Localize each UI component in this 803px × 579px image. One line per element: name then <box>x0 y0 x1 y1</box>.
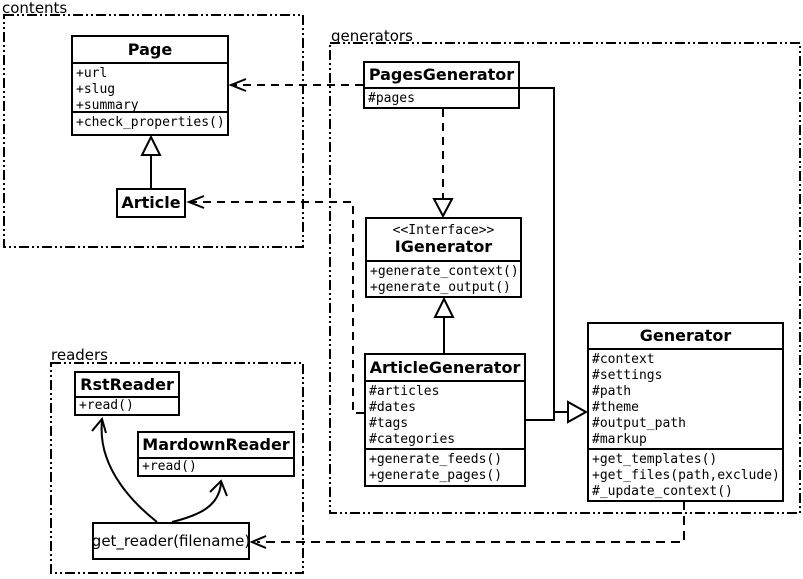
class-igenerator-name: IGenerator <box>394 237 493 256</box>
method-row: +read() <box>142 459 197 474</box>
attribute-row: #articles <box>369 384 440 399</box>
class-pagesgenerator-attributes: #pages <box>365 87 518 107</box>
class-igenerator-methods: +generate_context() +generate_output() <box>367 260 520 296</box>
class-page-title: Page <box>127 39 173 59</box>
class-rstreader-title: RstReader <box>80 374 174 394</box>
open-arrowhead-icon <box>186 195 205 209</box>
open-arrowhead-icon <box>249 535 267 549</box>
class-mardownreader: MardownReader +read() <box>137 431 295 477</box>
class-rstreader: RstReader +read() <box>74 371 180 416</box>
class-rstreader-methods: +read() <box>76 396 178 414</box>
attribute-row: #pages <box>368 91 415 106</box>
method-row: +generate_pages() <box>369 468 503 483</box>
contents-package-label: contents <box>2 0 68 17</box>
readers-package-border <box>50 362 304 574</box>
class-articlegenerator-title: ArticleGenerator <box>369 357 521 377</box>
generators-package-label: generators <box>331 27 413 45</box>
get-reader-function-box: get_reader(filename) <box>92 522 250 560</box>
attribute-row: +summary <box>76 98 139 111</box>
getreader-to-rstreader-arrow <box>91 416 158 523</box>
articlegenerator-realizes-igenerator-arrow <box>433 296 455 353</box>
inheritance-triangle-icon <box>432 198 454 219</box>
class-pagesgenerator: PagesGenerator #pages <box>363 61 520 109</box>
attribute-row: #context <box>592 352 655 367</box>
attribute-row: #tags <box>369 416 409 431</box>
class-generator-methods: +get_templates() +get_files(path,exclude… <box>589 448 782 500</box>
attribute-row: #markup <box>592 432 647 447</box>
generators-package-border <box>329 42 801 514</box>
class-page-methods: +check_properties() <box>73 111 227 134</box>
pagesgenerator-depends-page-arrow <box>228 78 363 92</box>
inheritance-triangle-icon <box>567 400 589 424</box>
class-articlegenerator-methods: +generate_feeds() +generate_pages() <box>366 448 524 485</box>
method-row: +get_files(path,exclude) <box>592 468 780 483</box>
class-generator: Generator #context #settings #path #them… <box>587 322 784 502</box>
attribute-row: #path <box>592 384 632 399</box>
method-row: +generate_context() <box>370 264 519 279</box>
class-generator-attributes: #context #settings #path #theme #output_… <box>589 348 782 448</box>
class-article-title: Article <box>121 193 181 212</box>
interface-stereotype: <<Interface>> <box>392 223 495 238</box>
method-row: +generate_output() <box>370 280 511 295</box>
method-row: #_update_context() <box>592 484 733 499</box>
attribute-row: #theme <box>592 400 639 415</box>
generator-depends-getreader-arrow <box>249 501 685 549</box>
open-arrowhead-icon <box>91 416 107 434</box>
class-page-attributes: +url +slug +summary <box>73 62 227 111</box>
class-igenerator-title: <<Interface>> IGenerator <box>367 219 520 260</box>
get-reader-label: get_reader(filename) <box>91 532 251 550</box>
attribute-row: #categories <box>369 432 456 447</box>
method-row: +read() <box>79 398 134 413</box>
class-generator-title: Generator <box>639 326 732 345</box>
article-inherits-page-arrow <box>140 134 162 188</box>
class-articlegenerator-attributes: #articles #dates #tags #categories <box>366 380 524 448</box>
getreader-to-mardownreader-arrow <box>171 479 228 523</box>
attribute-row: #settings <box>592 368 663 383</box>
inheritance-triangle-icon <box>140 134 162 156</box>
class-mardownreader-title: MardownReader <box>142 435 290 454</box>
class-pagesgenerator-title: PagesGenerator <box>368 65 515 84</box>
open-arrowhead-icon <box>228 78 247 92</box>
method-row: +check_properties() <box>76 115 225 130</box>
class-page: Page +url +slug +summary +check_properti… <box>71 35 229 136</box>
class-igenerator: <<Interface>> IGenerator +generate_conte… <box>365 217 522 298</box>
attribute-row: +slug <box>76 82 116 97</box>
attribute-row: #dates <box>369 400 416 415</box>
inheritance-triangle-icon <box>433 296 455 318</box>
method-row: +get_templates() <box>592 452 718 467</box>
readers-package-label: readers <box>51 346 108 364</box>
class-article: Article <box>116 188 186 218</box>
pagesgenerator-realizes-igenerator-arrow <box>432 109 454 219</box>
generators-inherit-generator-arrow <box>520 87 589 424</box>
open-arrowhead-icon <box>209 479 228 497</box>
class-articlegenerator: ArticleGenerator #articles #dates #tags … <box>364 353 526 487</box>
attribute-row: +url <box>76 66 108 81</box>
class-mardownreader-methods: +read() <box>139 457 293 475</box>
method-row: +generate_feeds() <box>369 452 503 467</box>
articlegenerator-depends-article-arrow <box>186 195 364 414</box>
attribute-row: #output_path <box>592 416 686 431</box>
contents-package-border <box>3 14 304 248</box>
